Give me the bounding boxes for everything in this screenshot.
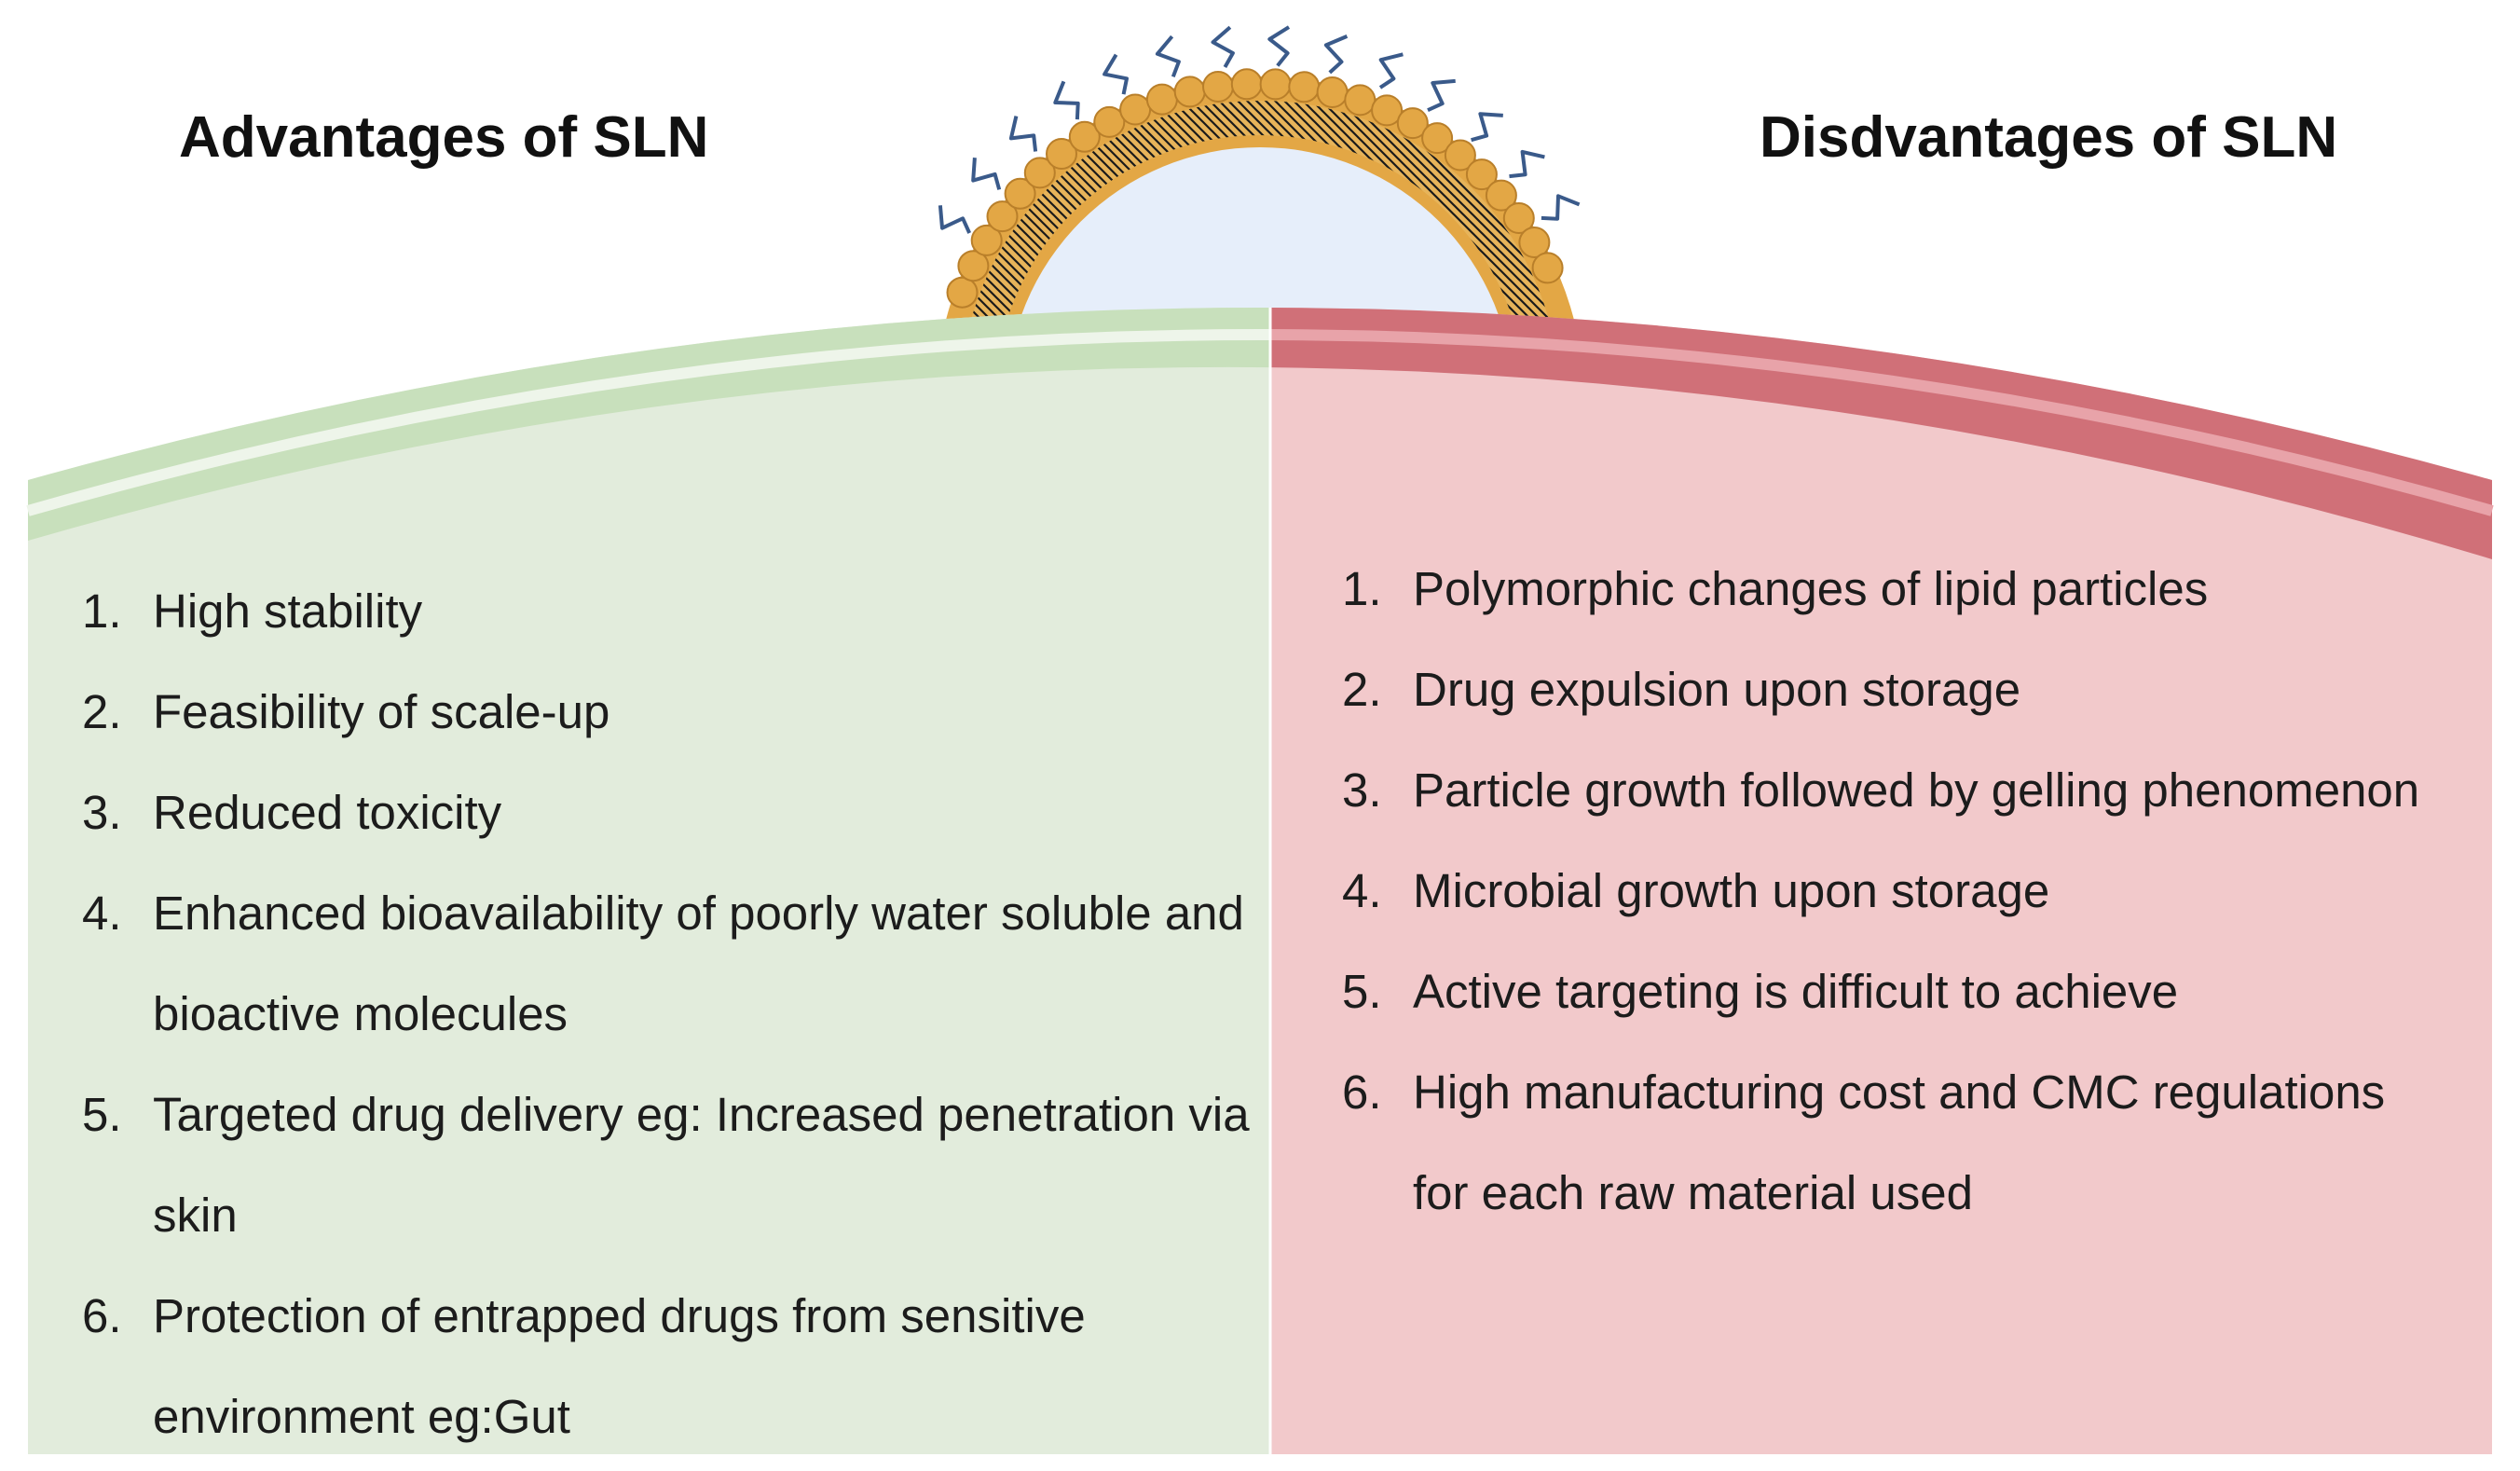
- lipid-head: [1485, 179, 1517, 212]
- lipid-head: [1421, 122, 1454, 155]
- item-number: 4.: [1342, 864, 1382, 917]
- peg-chain: [1155, 34, 1181, 78]
- item-number: 4.: [82, 887, 122, 940]
- lipid-head: [1023, 157, 1056, 189]
- lipid-head: [946, 276, 979, 309]
- item-number: 2.: [82, 685, 122, 738]
- item-number: 3.: [82, 786, 122, 839]
- peg-chain: [1211, 25, 1235, 68]
- peg-chain: [1053, 80, 1080, 120]
- list-item: 1. Polymorphic changes of lipid particle…: [1342, 539, 2442, 639]
- lipid-head: [1202, 71, 1234, 103]
- item-text: Targeted drug delivery eg: Increased pen…: [153, 1088, 1250, 1242]
- item-text: High manufacturing cost and CMC regulati…: [1413, 1065, 2386, 1219]
- peg-chain: [971, 158, 1002, 190]
- peg-chain: [1471, 112, 1503, 143]
- lipid-head: [1230, 68, 1263, 101]
- lipid-head: [1344, 84, 1376, 117]
- list-item: 3. Particle growth followed by gelling p…: [1342, 740, 2442, 841]
- lipid-head: [1119, 93, 1152, 126]
- peg-chain: [1102, 53, 1129, 95]
- peg-chain: [1323, 34, 1349, 75]
- item-text: Drug expulsion upon storage: [1413, 663, 2021, 716]
- lipid-head: [1173, 76, 1206, 108]
- list-item: 6. High manufacturing cost and CMC regul…: [1342, 1042, 2442, 1244]
- item-text: Active targeting is difficult to achieve: [1413, 965, 2179, 1018]
- item-text: Particle growth followed by gelling phen…: [1413, 763, 2420, 817]
- item-text: Protection of entrapped drugs from sensi…: [153, 1289, 1086, 1443]
- item-number: 1.: [1342, 562, 1382, 615]
- disadvantages-heading: Disdvantages of SLN: [1760, 105, 2338, 170]
- item-number: 6.: [1342, 1065, 1382, 1119]
- list-item: 4. Microbial growth upon storage: [1342, 841, 2442, 942]
- lipid-head: [1518, 227, 1551, 258]
- lipid-head: [1316, 76, 1349, 108]
- lipid-head: [1396, 107, 1429, 140]
- lipid-head: [1068, 120, 1101, 153]
- peg-chain: [1008, 116, 1038, 152]
- list-item: 2. Feasibility of scale-up: [82, 662, 1266, 763]
- item-text: Feasibility of scale-up: [153, 685, 610, 738]
- item-number: 2.: [1342, 663, 1382, 716]
- disadvantages-list: 1. Polymorphic changes of lipid particle…: [1342, 539, 2442, 1244]
- lipid-head: [1371, 94, 1404, 127]
- item-number: 1.: [82, 584, 122, 638]
- list-item: 4. Enhanced bioavailability of poorly wa…: [82, 863, 1266, 1065]
- peg-chain: [1541, 194, 1581, 221]
- lipid-head: [1259, 68, 1292, 101]
- item-number: 3.: [1342, 763, 1382, 817]
- item-text: Microbial growth upon storage: [1413, 864, 2050, 917]
- advantages-panel: [26, 308, 1270, 1454]
- lipid-head: [986, 200, 1019, 233]
- peg-chain: [1378, 52, 1404, 89]
- list-item: 5. Active targeting is difficult to achi…: [1342, 942, 2442, 1042]
- disadvantages-panel: [1270, 308, 2494, 1454]
- item-number: 5.: [82, 1088, 122, 1141]
- item-number: 5.: [1342, 965, 1382, 1018]
- lipid-head: [1465, 158, 1498, 191]
- item-text: Reduced toxicity: [153, 786, 502, 839]
- list-item: 2. Drug expulsion upon storage: [1342, 639, 2442, 740]
- lipid-head: [1531, 252, 1564, 284]
- lipid-head: [1093, 105, 1126, 138]
- peg-chain: [938, 205, 972, 234]
- lipid-head: [1145, 83, 1178, 116]
- item-text: Polymorphic changes of lipid particles: [1413, 562, 2209, 615]
- advantages-heading: Advantages of SLN: [179, 105, 709, 170]
- advantages-list: 1. High stability 2. Feasibility of scal…: [82, 561, 1266, 1467]
- list-item: 1. High stability: [82, 561, 1266, 662]
- lipid-head: [957, 250, 990, 282]
- item-number: 6.: [82, 1289, 122, 1342]
- lipid-head: [1288, 71, 1321, 103]
- lipid-head: [970, 224, 1003, 256]
- solid-lipid-nanoparticle-icon: [938, 25, 1581, 328]
- lipid-head: [1502, 202, 1535, 234]
- peg-chain: [1267, 25, 1291, 67]
- item-text: High stability: [153, 584, 423, 638]
- lipid-head: [1046, 138, 1077, 170]
- list-item: 3. Reduced toxicity: [82, 763, 1266, 863]
- list-item: 6. Protection of entrapped drugs from se…: [82, 1266, 1266, 1467]
- peg-chain: [1509, 149, 1545, 179]
- lipid-head: [1004, 177, 1036, 210]
- nanoparticle-core: [1017, 147, 1503, 328]
- list-item: 5. Targeted drug delivery eg: Increased …: [82, 1065, 1266, 1266]
- item-text: Enhanced bioavailability of poorly water…: [153, 887, 1244, 1040]
- peg-chain: [1427, 78, 1456, 113]
- lipid-head: [1444, 139, 1476, 172]
